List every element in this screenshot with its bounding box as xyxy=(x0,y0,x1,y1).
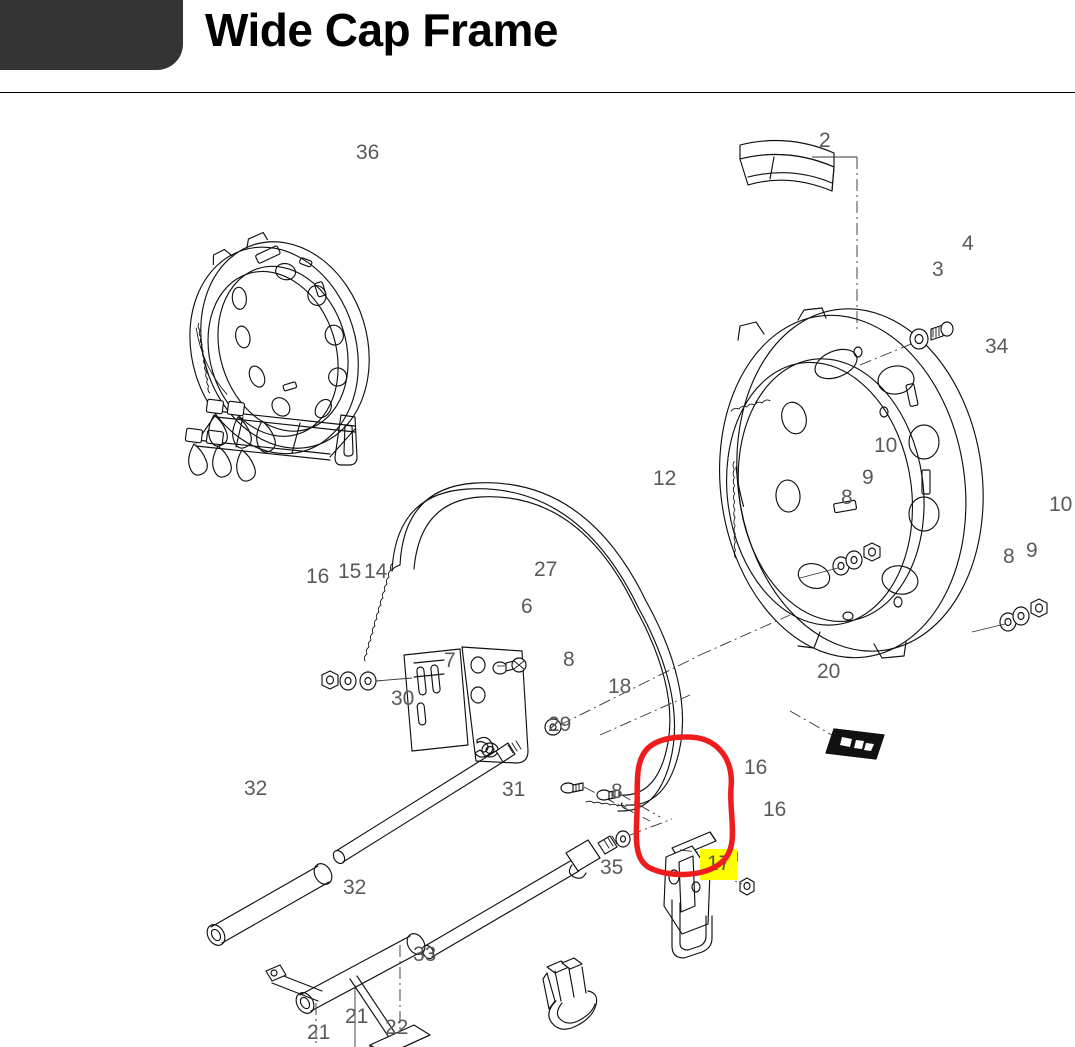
header-divider xyxy=(0,92,1075,93)
header-tab-block xyxy=(0,0,183,70)
page-title: Wide Cap Frame xyxy=(205,4,559,56)
callout-4: 4 xyxy=(962,232,974,255)
callout-33: 33 xyxy=(413,943,437,966)
callout-32-a: 32 xyxy=(244,777,268,800)
callout-9-lower: 9 xyxy=(1026,539,1038,562)
callout-29: 29 xyxy=(548,713,572,736)
callout-36: 36 xyxy=(356,141,380,164)
callout-21-left: 21 xyxy=(307,1021,331,1044)
page-header: Wide Cap Frame xyxy=(0,0,1075,95)
callout-35: 35 xyxy=(600,856,624,879)
part-30-rod xyxy=(332,740,522,865)
part-7-eclip xyxy=(474,736,494,758)
callout-6: 6 xyxy=(521,595,533,618)
callout-8-upper: 8 xyxy=(841,486,853,509)
hardware-group-upper xyxy=(799,542,881,579)
callout-22: 22 xyxy=(385,1016,409,1039)
callout-10-lower: 10 xyxy=(1049,493,1073,516)
callout-2: 2 xyxy=(819,129,831,152)
part-6-bracket xyxy=(403,646,529,764)
callout-30: 30 xyxy=(391,687,415,710)
callout-9-upper: 9 xyxy=(862,466,874,489)
hardware-14-15-16 xyxy=(321,670,413,691)
part-2-cap-pad xyxy=(739,139,835,192)
callout-7: 7 xyxy=(444,649,456,672)
callout-32-b: 32 xyxy=(343,876,367,899)
part-27-screw xyxy=(497,657,527,673)
callout-27: 27 xyxy=(534,558,558,581)
part-36-assembly xyxy=(184,231,370,482)
callout-17-highlighted: 17 xyxy=(700,849,738,880)
part-3-4-hardware xyxy=(859,321,954,366)
callout-3: 3 xyxy=(932,258,944,281)
callout-31: 31 xyxy=(502,778,526,801)
callout-16-latch-lower: 16 xyxy=(763,798,787,821)
part-35-clamp-clip xyxy=(542,957,598,1030)
callout-8-rod: 8 xyxy=(611,780,623,803)
callout-8-lower: 8 xyxy=(1003,545,1015,568)
part-20-badge xyxy=(789,710,885,760)
washer-8-bracket xyxy=(544,654,701,736)
lower-hardware-group xyxy=(206,863,431,1047)
callout-10-upper: 10 xyxy=(874,434,898,457)
alignment-axes xyxy=(599,614,791,736)
callout-34: 34 xyxy=(985,335,1009,358)
callout-15: 15 xyxy=(338,560,362,583)
part-31-rod xyxy=(421,818,673,960)
callout-18: 18 xyxy=(608,675,632,698)
callout-12: 12 xyxy=(653,467,677,490)
callout-21-right: 21 xyxy=(345,1005,369,1028)
callout-16-latch-upper: 16 xyxy=(744,756,768,779)
part-34-ring-frame xyxy=(718,156,984,659)
callout-8-bracket: 8 xyxy=(563,648,575,671)
part-12-hoop-band xyxy=(363,482,684,812)
callout-16-a: 16 xyxy=(306,565,330,588)
hardware-group-lower xyxy=(971,598,1048,633)
callout-14: 14 xyxy=(364,560,388,583)
callout-20: 20 xyxy=(817,660,841,683)
